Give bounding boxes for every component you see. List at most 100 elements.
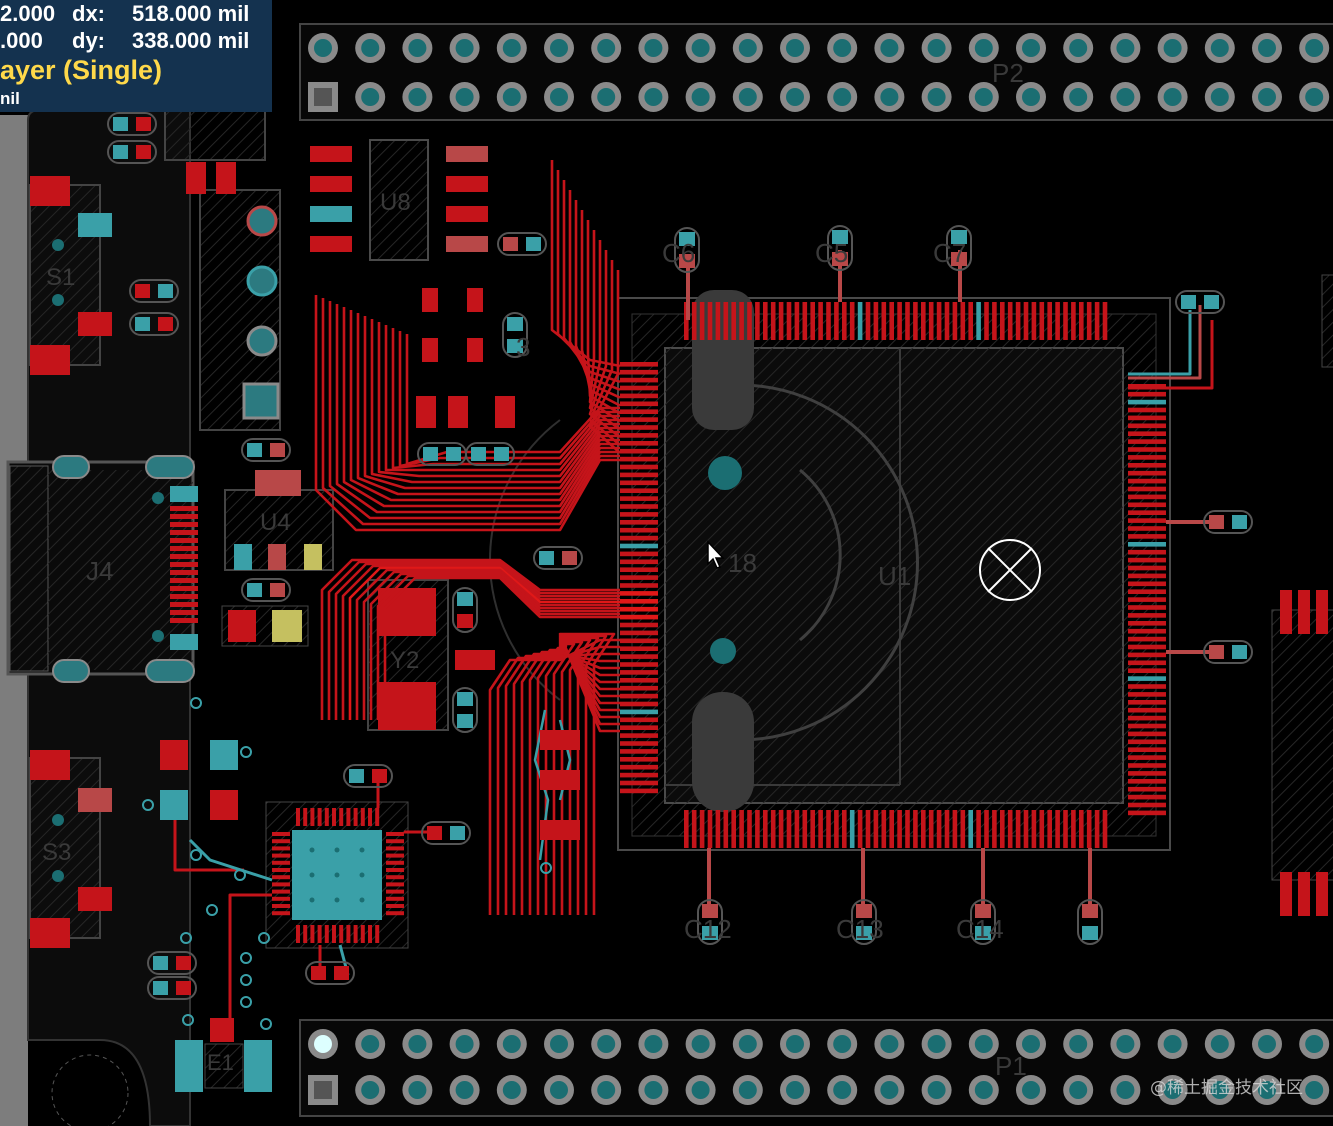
u1-pin-top	[857, 302, 863, 340]
component-right-partial[interactable]	[1271, 274, 1333, 916]
u1-pin-top	[889, 302, 894, 340]
header-pad-hole	[1210, 1081, 1229, 1099]
header-p1[interactable]: P1	[299, 1019, 1333, 1117]
qfn-pin	[310, 925, 315, 943]
capacitor-pad	[270, 443, 285, 457]
u1-pin-right	[1128, 407, 1166, 413]
j4-pin	[170, 506, 198, 511]
capacitor-pad	[832, 230, 848, 244]
component-u4[interactable]: U4	[221, 470, 334, 647]
capacitor-pad	[176, 956, 191, 970]
u1-pin-top	[1102, 302, 1108, 340]
component-e1[interactable]: E1	[175, 1040, 272, 1092]
capacitor-pad	[494, 447, 509, 461]
u8-pad	[446, 236, 488, 252]
u1-pin-right	[1128, 557, 1166, 563]
u1-pin-bottom	[818, 810, 823, 848]
qfn-pin	[332, 808, 336, 826]
u1-pin-bottom	[1071, 810, 1076, 848]
u1-pin-right	[1128, 455, 1166, 460]
trace	[384, 325, 620, 472]
u1-pin-left	[620, 480, 658, 486]
header-pad-hole	[974, 39, 993, 57]
capacitor-outline	[305, 961, 355, 985]
header-pad-hole	[550, 1035, 568, 1053]
component-u1[interactable]: U1 18	[489, 290, 1171, 851]
trace	[369, 572, 620, 720]
capacitor-pad	[153, 956, 168, 970]
j4-pin	[170, 618, 198, 623]
u1-pin-top	[715, 302, 721, 340]
u1-pin-right	[1128, 510, 1166, 515]
u1-pin-right	[1128, 636, 1166, 642]
u1-pin-top	[992, 302, 997, 340]
qfn-pin	[317, 925, 322, 943]
component-s1[interactable]: S1	[29, 176, 112, 375]
u1-pin-bottom	[857, 810, 863, 848]
header-pad-hole	[833, 88, 852, 106]
u1-pin-left	[620, 417, 658, 422]
component-origin-marker-icon	[979, 539, 1041, 601]
component-y2[interactable]: Y2	[367, 579, 449, 731]
component-u8[interactable]: U8	[310, 139, 488, 261]
header-pad-hole	[644, 1035, 663, 1053]
u1-pin-left	[620, 520, 658, 525]
u1-pin-bottom	[936, 810, 942, 848]
u1-pin-top	[794, 302, 800, 340]
u1-pin-bottom	[684, 810, 689, 848]
designator-s1: S1	[46, 264, 75, 291]
component-s3[interactable]: S3	[29, 750, 112, 948]
u1-pin-top	[984, 302, 989, 340]
header-pad-hole	[1210, 88, 1229, 106]
trace	[188, 838, 273, 882]
j4-pin	[170, 562, 198, 567]
designator-p1: P1	[995, 1051, 1027, 1081]
coordinate-readout: 2.000 dx: 518.000 mil .000 dy: 338.000 m…	[0, 0, 272, 112]
qfn-pin	[272, 868, 290, 872]
u1-pin-top	[699, 302, 705, 340]
via	[142, 799, 154, 811]
capacitor-pad	[679, 232, 695, 246]
header-pad-hole	[786, 88, 804, 106]
passive-components[interactable]	[107, 112, 1253, 1042]
j4-pin	[170, 610, 198, 615]
led-pad	[210, 740, 238, 770]
component-switch-body[interactable]	[186, 162, 281, 431]
capacitor-pad	[1082, 926, 1098, 940]
qfn-pin	[386, 904, 404, 908]
u8-pad	[446, 146, 488, 162]
header-pad-hole	[974, 1081, 993, 1099]
capacitor-outline	[1203, 510, 1253, 534]
u1-pin-right	[1128, 470, 1166, 476]
u1-pin-left	[620, 369, 658, 375]
header-pad-hole	[361, 1081, 380, 1099]
header-pad-hole	[738, 1081, 757, 1099]
header-p2[interactable]: P2	[299, 23, 1333, 121]
u1-pin-bottom	[968, 810, 973, 848]
trace	[1128, 305, 1202, 380]
u1-pin-bottom	[723, 810, 729, 848]
designator-u8: U8	[380, 189, 411, 216]
header-pad-hole	[927, 88, 946, 106]
u1-pin-right	[1128, 605, 1166, 610]
resistor-pad	[448, 396, 468, 428]
capacitor-outline	[533, 546, 583, 570]
header-pad-hole	[1305, 39, 1324, 57]
header-pad-hole	[455, 88, 474, 106]
u1-pin-bottom	[810, 810, 815, 848]
qfn-pin	[272, 860, 290, 865]
designator-c6: C6	[662, 238, 695, 268]
header-pad-hole	[1069, 1081, 1088, 1099]
u1-pin-bottom	[1039, 810, 1045, 848]
u1-pin-top	[849, 302, 855, 340]
u1-pin-left	[620, 393, 658, 399]
header-pad-hole	[738, 88, 757, 106]
component-qfn[interactable]	[265, 801, 409, 949]
component-j4[interactable]: J4	[6, 455, 198, 683]
trace	[349, 310, 620, 502]
u1-pin-left	[620, 606, 658, 612]
qfn-pin	[272, 882, 290, 887]
capacitor-pad	[856, 926, 872, 940]
header-pad-hole	[833, 1035, 852, 1053]
